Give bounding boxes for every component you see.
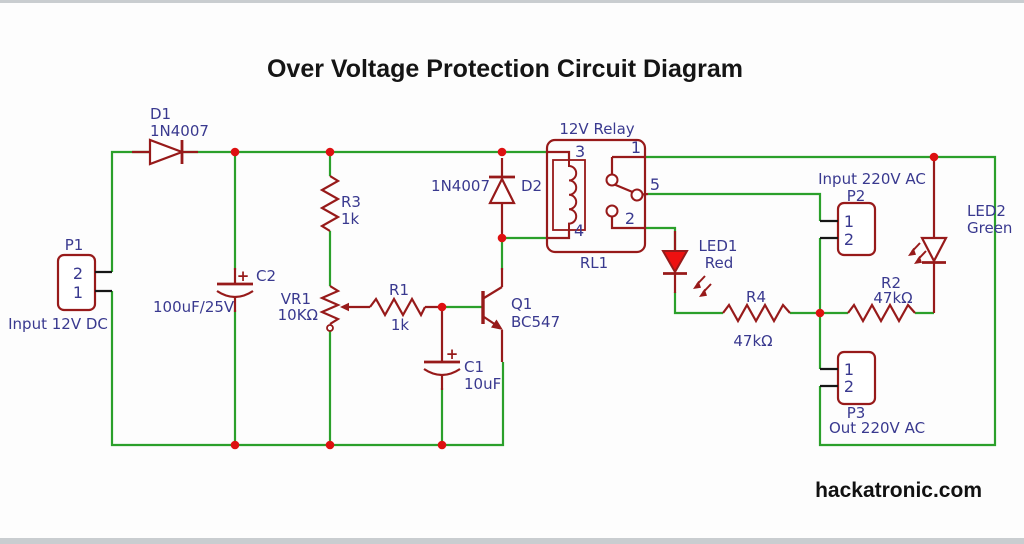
r4-value-label: 47kΩ	[733, 332, 772, 350]
c2-value-label: 100uF/25V	[153, 298, 235, 316]
r1-ref-label: R1	[389, 281, 409, 299]
led2-ref-label: LED2	[967, 202, 1006, 220]
relay-ref-label: RL1	[580, 254, 608, 272]
c1-ref-label: C1	[464, 358, 484, 376]
c2-ref-label: C2	[256, 267, 276, 285]
led1-symbol	[661, 231, 712, 297]
capacitor-c1-symbol	[423, 307, 461, 390]
wires	[110, 150, 997, 447]
connector-p1-symbol	[56, 253, 112, 312]
wire-top-rail	[110, 150, 547, 272]
vr1-ref-label: VR1	[281, 290, 311, 308]
relay-pin3-label: 3	[575, 142, 585, 161]
q1-part-label: BC547	[511, 313, 560, 331]
resistor-r4-symbol	[722, 302, 791, 324]
p3-pin1-label: 1	[844, 360, 854, 379]
led1-ref-label: LED1	[699, 237, 738, 255]
d2-ref-label: D2	[521, 177, 542, 195]
p1-pin1-label: 1	[73, 283, 83, 302]
relay-pin4-label: 4	[574, 221, 584, 240]
bottom-edge-band	[0, 538, 1024, 544]
p2-ref-label: P2	[847, 187, 866, 205]
c1-plus-label: +	[446, 345, 459, 363]
p1-caption-label: Input 12V DC	[8, 315, 108, 333]
d1-part-label: 1N4007	[150, 122, 209, 140]
connector-p2-symbol	[820, 201, 877, 257]
vr1-value-label: 10KΩ	[278, 306, 318, 324]
watermark: hackatronic.com	[815, 479, 982, 502]
relay-switch-arm-icon	[614, 183, 633, 194]
r3-ref-label: R3	[341, 193, 361, 211]
transistor-q1-symbol	[481, 268, 504, 362]
connector-p3-symbol	[820, 350, 877, 406]
led2-emission-arrows-icon	[908, 242, 927, 264]
p3-ref-label: P3	[847, 404, 866, 422]
led2-symbol	[908, 160, 948, 313]
led1-emission-arrows-icon	[693, 275, 712, 297]
p2-caption-label: Input 220V AC	[818, 170, 926, 188]
p1-pin2-label: 2	[73, 264, 83, 283]
p1-ref-label: P1	[65, 236, 84, 254]
c2-plus-label: +	[237, 267, 250, 285]
r2-ref-label: R2	[881, 274, 901, 292]
wire-ac-loop	[645, 155, 997, 447]
potentiometer-vr1-symbol	[319, 285, 370, 332]
wire-relay-no-p2	[648, 192, 822, 221]
resistor-r2-symbol	[847, 302, 916, 324]
p3-pin2-label: 2	[844, 377, 854, 396]
diode-d2-symbol	[488, 158, 516, 236]
resistor-r1-symbol	[369, 296, 442, 318]
capacitor-c2-symbol	[216, 268, 254, 312]
wire-relay-nc-led1	[646, 226, 677, 250]
r1-value-label: 1k	[391, 316, 410, 334]
relay-pin1-label: 1	[631, 138, 641, 157]
wire-ground-rail	[110, 291, 505, 447]
r4-ref-label: R4	[746, 288, 766, 306]
relay-pin2-label: 2	[625, 209, 635, 228]
r2-value-label: 47kΩ	[873, 289, 912, 307]
led2-color-label: Green	[967, 219, 1012, 237]
relay-rl1-symbol	[545, 138, 649, 254]
relay-coil-icon	[568, 160, 578, 230]
resistor-r3-symbol	[319, 175, 341, 232]
r3-value-label: 1k	[341, 210, 360, 228]
wire-led1-r4	[673, 292, 723, 315]
led1-color-label: Red	[705, 254, 734, 272]
labels: D1 1N4007 P1 2 1 Input 12V DC + C2 100uF…	[8, 105, 1012, 437]
q1-ref-label: Q1	[511, 295, 532, 313]
p2-pin1-label: 1	[844, 212, 854, 231]
d2-part-label: 1N4007	[431, 177, 490, 195]
c1-value-label: 10uF	[464, 375, 501, 393]
junction-dots	[230, 147, 939, 450]
p2-pin2-label: 2	[844, 230, 854, 249]
relay-caption-label: 12V Relay	[559, 120, 634, 138]
d1-ref-label: D1	[150, 105, 171, 123]
relay-pin5-label: 5	[650, 175, 660, 194]
top-edge-band	[0, 0, 1024, 3]
page-title: Over Voltage Protection Circuit Diagram	[267, 55, 743, 83]
diode-d1-symbol	[132, 138, 198, 166]
p3-caption-label: Out 220V AC	[829, 419, 925, 437]
